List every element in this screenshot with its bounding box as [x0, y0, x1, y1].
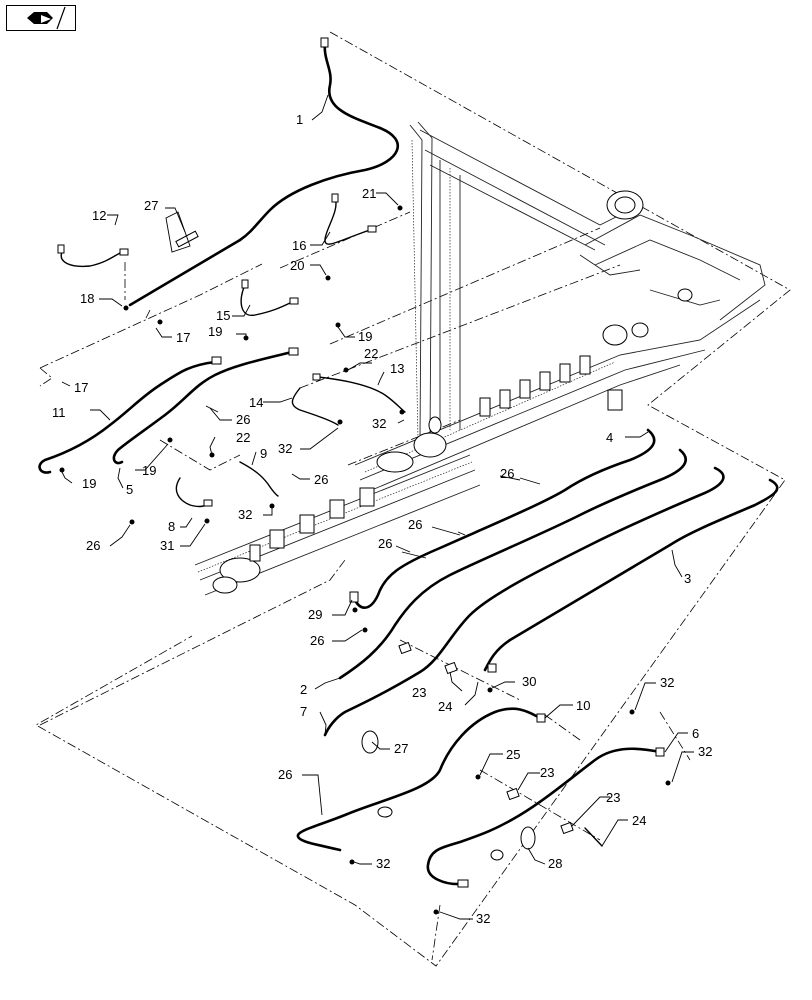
callout-32-c: 32 [238, 507, 252, 522]
callout-17-b: 17 [74, 380, 88, 395]
callout-22-b: 22 [236, 430, 250, 445]
callout-11: 11 [52, 405, 66, 420]
hose-9 [239, 461, 279, 497]
hose-6 [426, 747, 665, 888]
navigate-page-icon [27, 6, 66, 30]
callout-7: 7 [300, 704, 307, 719]
callout-numbers: 1 2 3 4 5 6 7 8 9 10 11 12 13 14 15 16 1… [52, 112, 712, 926]
callout-6: 6 [692, 726, 699, 741]
callout-29: 29 [308, 607, 322, 622]
hose-10 [296, 707, 546, 852]
assembly-centerlines [35, 31, 791, 967]
callout-3: 3 [684, 571, 691, 586]
callout-25: 25 [506, 747, 520, 762]
callout-22-a: 22 [364, 346, 378, 361]
callout-8: 8 [168, 519, 175, 534]
clamps-and-fittings [59, 205, 671, 915]
callout-28: 28 [548, 856, 562, 871]
callout-32-d: 32 [660, 675, 674, 690]
callout-24-b: 24 [632, 813, 646, 828]
callout-19-c: 19 [142, 463, 156, 478]
hose-5 [112, 347, 299, 465]
navigate-page-button[interactable] [6, 5, 76, 31]
hose-3 [483, 478, 779, 672]
callout-26-h: 26 [278, 767, 292, 782]
callout-15: 15 [216, 308, 230, 323]
callout-19-a: 19 [208, 324, 222, 339]
callout-32-b: 32 [278, 441, 292, 456]
callout-1: 1 [296, 112, 303, 127]
callout-30: 30 [522, 674, 536, 689]
hose-2 [338, 448, 687, 680]
hose-8 [175, 477, 213, 508]
callout-14: 14 [249, 395, 263, 410]
callout-23-c: 23 [606, 790, 620, 805]
callout-32-a: 32 [372, 416, 386, 431]
hose-13 [312, 373, 406, 413]
hose-15 [240, 279, 299, 316]
callout-26-d: 26 [500, 466, 514, 481]
callout-32-f: 32 [376, 856, 390, 871]
callout-27-b: 27 [394, 741, 408, 756]
callout-26-f: 26 [378, 536, 392, 551]
callout-32-e: 32 [698, 744, 712, 759]
callout-9: 9 [260, 446, 267, 461]
leader-lines [61, 94, 694, 920]
toolbar-frame [194, 121, 766, 596]
hose-16 [324, 193, 377, 245]
callout-26-c: 26 [86, 538, 100, 553]
hose-11 [38, 356, 222, 474]
callout-20: 20 [290, 258, 304, 273]
hose-4 [353, 428, 656, 609]
callout-13: 13 [390, 361, 404, 376]
hose-7 [323, 466, 725, 737]
callout-19-b: 19 [358, 329, 372, 344]
callout-16: 16 [292, 238, 306, 253]
callout-21: 21 [362, 186, 376, 201]
hose-14 [291, 387, 339, 426]
callout-2: 2 [300, 682, 307, 697]
left-wing-units [212, 416, 447, 594]
callout-17-a: 17 [176, 330, 190, 345]
callout-12: 12 [92, 208, 106, 223]
callout-31: 31 [160, 538, 174, 553]
callout-10: 10 [576, 698, 590, 713]
callout-4: 4 [606, 430, 613, 445]
callout-27-a: 27 [144, 198, 158, 213]
callout-26-e: 26 [408, 517, 422, 532]
callout-23-b: 23 [540, 765, 554, 780]
hose-12 [57, 244, 129, 268]
callout-19-d: 19 [82, 476, 96, 491]
callout-24-a: 24 [438, 699, 452, 714]
callout-26-g: 26 [310, 633, 324, 648]
hose-24-tube [584, 827, 603, 847]
callout-26-a: 26 [236, 412, 250, 427]
callout-23-a: 23 [412, 685, 426, 700]
row-unit-brackets [479, 288, 693, 417]
callout-32-g: 32 [476, 911, 490, 926]
hose-1 [128, 37, 400, 307]
callout-26-b: 26 [314, 472, 328, 487]
callout-18: 18 [80, 291, 94, 306]
callout-5: 5 [126, 482, 133, 497]
